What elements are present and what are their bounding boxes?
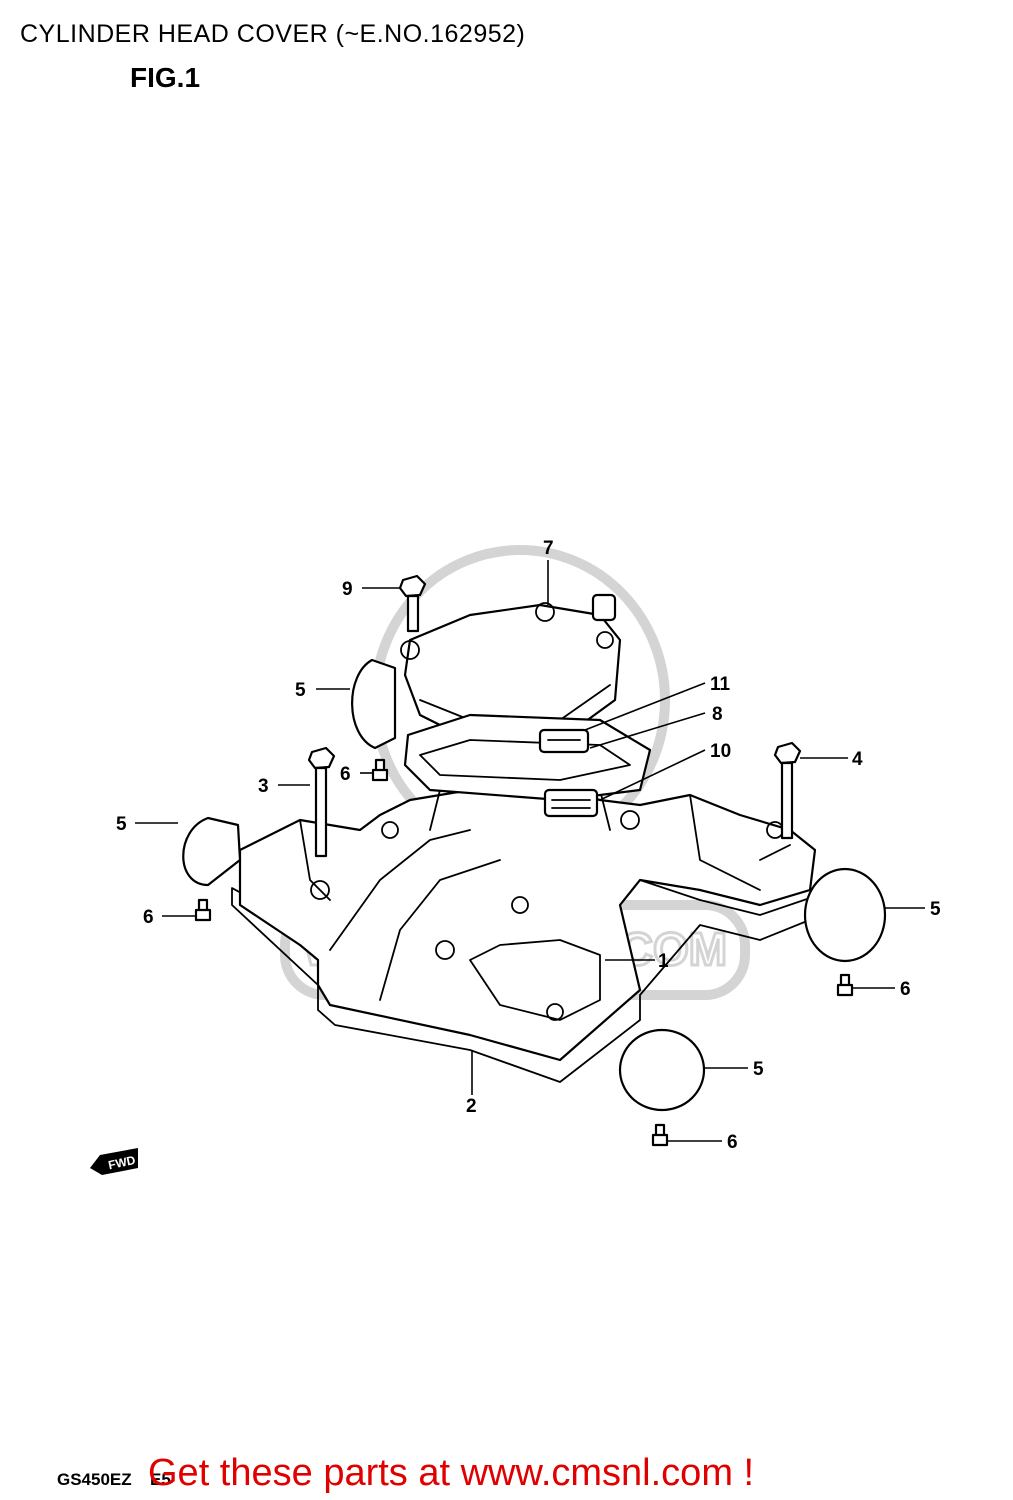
callout-5-lower: 5 [753, 1059, 764, 1080]
callout-11: 11 [710, 674, 731, 695]
bolts [194, 574, 854, 1147]
callout-5-left: 5 [116, 814, 127, 835]
breather-gasket [403, 713, 652, 802]
promo-link[interactable]: Get these parts at www.cmsnl.com ! [148, 1452, 755, 1494]
model-code: GS450EZ [57, 1470, 132, 1489]
model-code-suffix: E5 [150, 1470, 171, 1489]
callout-1: 1 [658, 951, 669, 972]
callout-2: 2 [466, 1096, 477, 1117]
breather-cover [400, 593, 622, 742]
callout-6-left: 6 [143, 907, 154, 928]
cylinder-head-cover [238, 774, 817, 1062]
figure-label: FIG.1 [130, 62, 201, 93]
callout-3: 3 [258, 776, 269, 797]
callout-5-right: 5 [930, 899, 941, 920]
forward-direction-arrow: FWD [90, 1148, 138, 1175]
callout-6-right: 6 [900, 979, 911, 1000]
callout-6-upper: 6 [340, 764, 351, 785]
forward-direction-label: FWD [107, 1153, 137, 1172]
reed-valve [538, 728, 599, 818]
cam-end-caps [182, 658, 887, 1112]
page-title: CYLINDER HEAD COVER (~E.NO.162952) [20, 20, 526, 48]
callout-6-lower: 6 [727, 1132, 738, 1153]
callout-9: 9 [342, 579, 353, 600]
callout-8: 8 [712, 704, 723, 725]
callout-4: 4 [852, 749, 863, 770]
leader-lines [135, 560, 925, 1142]
callout-7: 7 [543, 538, 554, 559]
callout-5-upper: 5 [295, 680, 306, 701]
callout-10: 10 [710, 741, 731, 762]
